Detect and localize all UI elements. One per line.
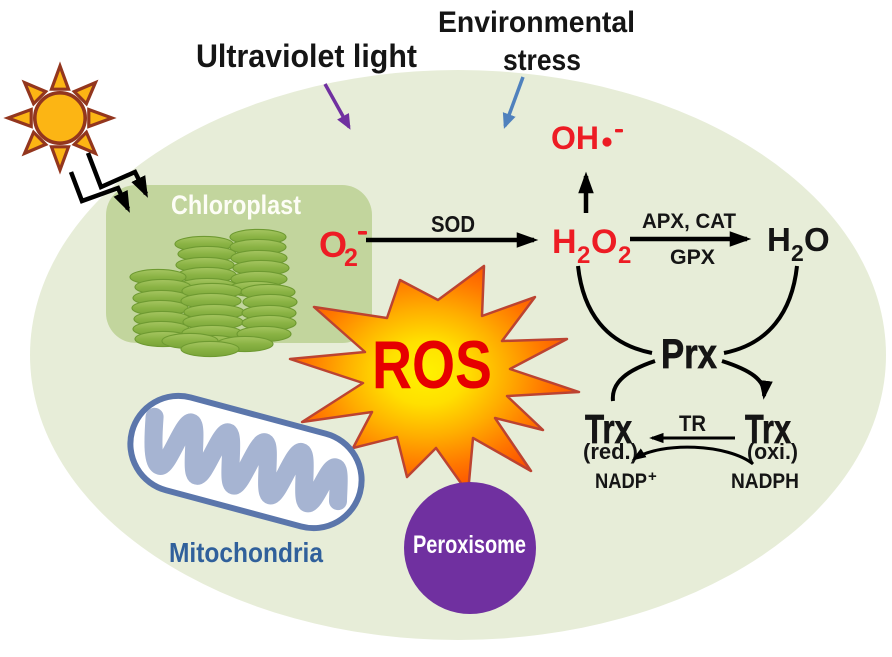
- svg-text:H: H: [767, 221, 791, 258]
- svg-text:Environmental: Environmental: [438, 6, 635, 39]
- svg-text:stress: stress: [503, 44, 581, 77]
- svg-text:O: O: [591, 223, 617, 261]
- svg-text:TR: TR: [679, 411, 706, 436]
- svg-text:2: 2: [791, 240, 804, 266]
- svg-text:(oxi.): (oxi.): [747, 439, 798, 464]
- svg-text:SOD: SOD: [431, 211, 475, 237]
- svg-text:NADPH: NADPH: [731, 470, 799, 493]
- svg-text:+: +: [648, 468, 657, 485]
- svg-text:O: O: [319, 224, 347, 265]
- svg-text:NADP: NADP: [595, 470, 647, 493]
- svg-text:Prx: Prx: [661, 330, 718, 377]
- svg-text:Ultraviolet light: Ultraviolet light: [196, 38, 417, 74]
- svg-text:Chloroplast: Chloroplast: [171, 190, 301, 220]
- svg-text:2: 2: [618, 242, 631, 269]
- svg-text:Peroxisome: Peroxisome: [413, 531, 526, 559]
- svg-text:O: O: [804, 221, 830, 258]
- svg-text:Trx: Trx: [585, 406, 632, 452]
- svg-text:H: H: [552, 223, 577, 261]
- svg-text:Trx: Trx: [745, 406, 791, 452]
- svg-text:(red.): (red.): [583, 439, 638, 464]
- svg-text:Mitochondria: Mitochondria: [169, 537, 323, 568]
- svg-text:APX, CAT: APX, CAT: [642, 210, 736, 233]
- svg-text:ROS: ROS: [372, 327, 492, 403]
- svg-text:2: 2: [577, 242, 590, 269]
- svg-text:2: 2: [344, 244, 358, 272]
- svg-text:OH: OH: [551, 120, 599, 156]
- svg-text:GPX: GPX: [670, 246, 715, 269]
